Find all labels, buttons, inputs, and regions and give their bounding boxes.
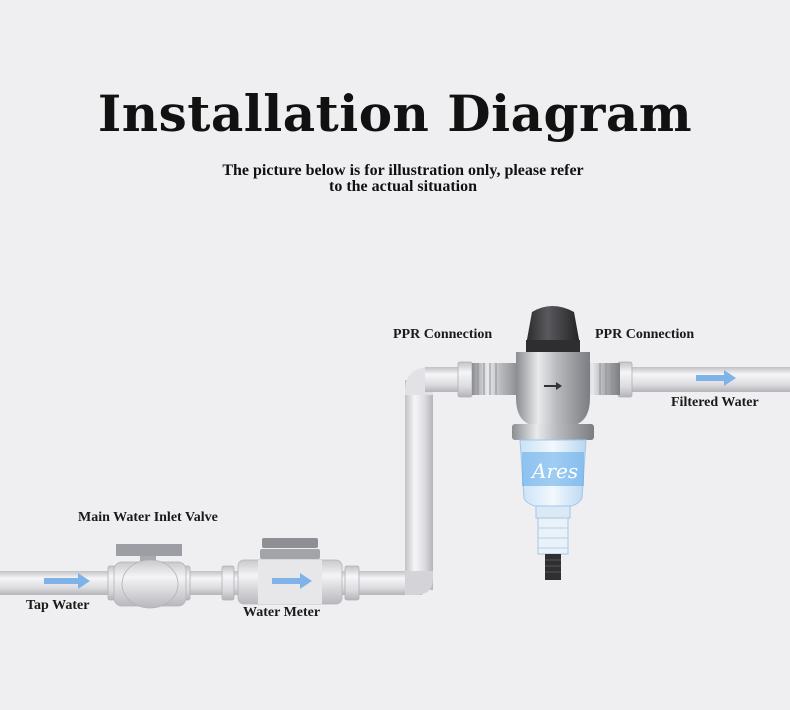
- filtered-water-label: Filtered Water: [671, 395, 759, 410]
- filtered-water-flow-arrow: [696, 370, 736, 386]
- lower-elbow: [405, 571, 433, 595]
- coupling-5: [457, 361, 473, 398]
- coupling-3: [221, 565, 235, 601]
- diagram-title: Installation Diagram: [97, 84, 693, 143]
- main-valve-label: Main Water Inlet Valve: [78, 510, 218, 525]
- coupling-4: [344, 565, 360, 601]
- subtitle-line-2: to the actual situation: [329, 178, 477, 195]
- meter-flow-arrow: [272, 573, 312, 589]
- subtitle-line-1: The picture below is for illustration on…: [222, 162, 584, 179]
- water-meter-label: Water Meter: [243, 605, 321, 620]
- prefilter-unit: Ares: [472, 306, 620, 580]
- water-meter: [237, 538, 343, 605]
- coupling-6: [617, 361, 633, 398]
- tap-water-flow-arrow: [44, 573, 90, 589]
- ppr-connection-right-label: PPR Connection: [595, 327, 695, 342]
- diagram-subtitle: The picture below is for illustration on…: [0, 163, 790, 195]
- main-inlet-valve: [113, 544, 187, 609]
- riser-pipe: [405, 380, 433, 590]
- filter-brand-logo: Ares: [530, 459, 578, 483]
- tap-water-label: Tap Water: [26, 598, 90, 613]
- ppr-connection-left-label: PPR Connection: [393, 327, 493, 342]
